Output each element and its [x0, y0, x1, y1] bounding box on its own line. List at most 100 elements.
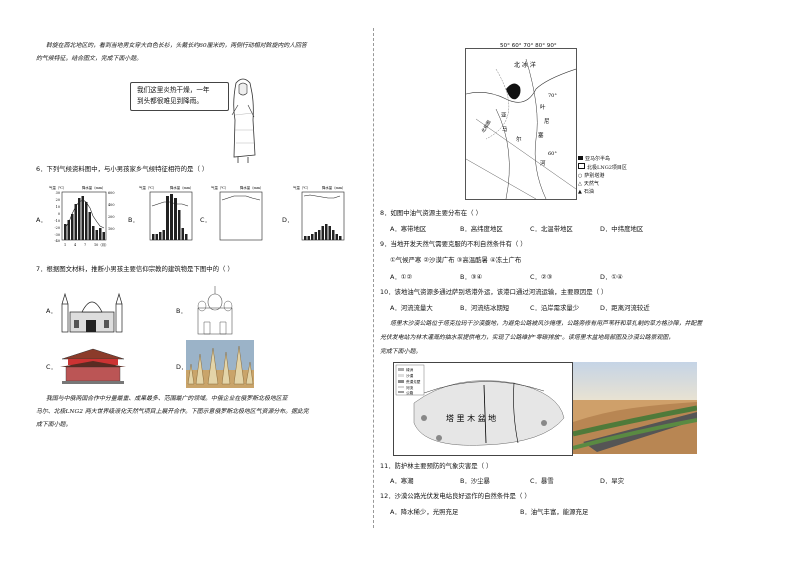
- q11-option-c[interactable]: C．暴雪: [530, 477, 554, 485]
- question-6: 6．下列气候资料图中，与小男孩家乡气候特征相符的是（ ）: [36, 165, 209, 173]
- q9-option-b[interactable]: B．③④: [460, 273, 483, 281]
- q6-option-a[interactable]: A．: [36, 216, 47, 224]
- speech-line-1: 我们这里炎热干燥，一年: [137, 86, 210, 94]
- map-legend-label: 萨别塔港: [584, 173, 605, 179]
- chart-a-xtick: 10（月）: [94, 242, 109, 247]
- tarim-basin-map: 塔 里 木 盆 地 绿洲 沙漠 荒漠戈壁 河流 公路: [393, 362, 573, 456]
- basin-legend-label: 沙漠: [406, 373, 414, 378]
- chart-a-xtick: 1: [64, 243, 66, 247]
- chart-b-header-left: 气温（℃）: [139, 185, 156, 190]
- boy-illustration: [231, 78, 256, 163]
- map-legend-item: ○萨别塔港: [578, 173, 605, 179]
- q9-items: ①气候严寒 ②沙漠广布 ③高温酷暑 ④冻土广布: [390, 256, 522, 264]
- q11-option-d[interactable]: D．旱灾: [600, 477, 625, 485]
- q6-option-d[interactable]: D．: [282, 216, 294, 224]
- q10-option-a[interactable]: A．河流流量大: [390, 304, 433, 312]
- map-legend-label: 天然气: [583, 181, 599, 187]
- map-char-x3: 塞: [538, 131, 544, 139]
- speech-bubble: 我们这里炎热干燥，一年 到头都很难见到降雨。: [130, 82, 229, 111]
- chart-d-header-left: 气温（℃）: [293, 185, 310, 190]
- q6-option-b[interactable]: B．: [128, 216, 139, 224]
- climate-chart-a: 气温（℃） 降水量（mm） 30 20 10 0 -10 -20 -30 -40…: [49, 185, 114, 247]
- chart-a-ytick: 0: [58, 212, 60, 216]
- basin-label: 塔 里 木 盆 地: [446, 413, 496, 423]
- map-char-x1: 叶: [540, 103, 546, 111]
- chart-a-ytick: -40: [55, 239, 60, 243]
- q9-option-c[interactable]: C．②③: [530, 273, 553, 281]
- map-char-er: 尔: [516, 135, 522, 143]
- q9-option-a[interactable]: A．①②: [390, 273, 413, 281]
- pagoda-photo: [186, 340, 254, 388]
- q8-option-b[interactable]: B．高纬度地区: [460, 225, 503, 233]
- q8-option-d[interactable]: D．中纬度地区: [600, 225, 644, 233]
- question-10: 10．该地油气资源多通过萨别塔港外运，该港口通过河流运输，主要原因是（ ）: [380, 288, 608, 296]
- chart-a-xtick: 7: [84, 243, 86, 247]
- temple-illustration: [60, 348, 126, 384]
- chart-c-header-right: 降水量（mm）: [240, 185, 263, 190]
- chart-a-ytick: -30: [55, 233, 60, 237]
- chart-a-y2tick: 600: [108, 191, 114, 195]
- map-lat60: 60°: [548, 151, 557, 157]
- map-sea-label: 北 冰 洋: [514, 61, 536, 69]
- chart-a-ytick: 30: [56, 191, 60, 195]
- basin-legend-label: 河流: [406, 385, 414, 390]
- chart-a-y2tick: 400: [108, 203, 114, 207]
- chart-a-ytick: 20: [56, 198, 60, 202]
- chart-a-y2tick: 200: [108, 215, 114, 219]
- church-illustration: [197, 286, 233, 335]
- intro-line-2: 的气候特征。结合图文，完成下面小题。: [36, 56, 143, 62]
- chart-d-header-right: 降水量（mm）: [322, 185, 345, 190]
- map-legend: 亚马尔半岛 北极LNG2项目区 ○萨别塔港 △天然气 ▲石油: [578, 155, 638, 196]
- passage-tarim-1: 塔里木沙漠公路位于塔克拉玛干沙漠腹地，为避免公路被风沙掩埋，公路旁修有用芦苇秆和…: [390, 321, 703, 327]
- q12-option-a[interactable]: A．降水稀少，光照充足: [390, 508, 459, 516]
- q7-option-c[interactable]: C．: [46, 363, 57, 371]
- q12-option-b[interactable]: B．油气丰富，能源充足: [520, 508, 589, 516]
- question-9: 9．当地开发天然气需要克服的不利自然条件有（ ）: [380, 240, 527, 248]
- passage-russia-2: 马尔、北极LNG2 两大世界级液化天然气项目上展开合作。下图示意俄罗斯北极地区气…: [36, 409, 309, 415]
- q10-option-c[interactable]: C．沿岸需求量少: [530, 304, 580, 312]
- q8-option-a[interactable]: A．寒带地区: [390, 225, 427, 233]
- q7-option-d[interactable]: D．: [176, 363, 188, 371]
- chart-a-header-left: 气温（℃）: [49, 185, 66, 190]
- intro-line-1: 斡旋在西北地区的，看到当地男女穿大白色长衫，头戴长约60厘米的，两侧行动相对斡旋…: [46, 43, 307, 49]
- desert-road-photo: [573, 362, 697, 454]
- map-legend-item: 亚马尔半岛: [578, 155, 638, 163]
- climate-chart-b: 气温（℃） 降水量（mm）: [139, 185, 193, 241]
- passage-russia-1: 我国与中俄两国合作中分量最重、成果最多、范围最广的领域。中俄企业在俄罗斯北极地区…: [46, 396, 288, 402]
- passage-tarim-2: 光伏发电站为林木灌溉的抽水泵提供电力，实现了公路维护"零碳排放"。读塔里木盆地局…: [380, 335, 675, 341]
- speech-line-2: 到头都很难见到降雨。: [137, 97, 203, 105]
- passage-tarim-3: 完成下面小题。: [380, 349, 422, 355]
- column-divider: [373, 28, 374, 528]
- q6-option-c[interactable]: C．: [200, 216, 211, 224]
- map-legend-item: △天然气: [578, 181, 599, 187]
- q9-option-d[interactable]: D．①④: [600, 273, 623, 281]
- map-legend-label: 亚马尔半岛: [585, 156, 611, 162]
- chart-a-xtick: 4: [74, 243, 76, 247]
- question-12: 12．沙漠公路光伏发电站良好运作的自然条件是（ ）: [380, 492, 531, 500]
- climate-chart-c: 气温（℃） 降水量（mm）: [211, 185, 263, 241]
- q7-option-a[interactable]: A．: [46, 307, 57, 315]
- basin-legend-label: 荒漠戈壁: [406, 379, 421, 384]
- climate-chart-d: 气温（℃） 降水量（mm）: [293, 185, 345, 241]
- map-legend-label: 石油: [583, 189, 594, 195]
- mosque-illustration: [61, 292, 123, 333]
- basin-legend-label: 绿洲: [406, 367, 414, 372]
- q10-option-b[interactable]: B．河流结冰期短: [460, 304, 510, 312]
- chart-a-y2tick: 100: [108, 227, 114, 231]
- map-char-ma: 马: [502, 125, 508, 133]
- chart-a-ytick: 10: [56, 205, 60, 209]
- chart-b-header-right: 降水量（mm）: [170, 185, 193, 190]
- q11-option-a[interactable]: A．寒潮: [390, 477, 414, 485]
- q11-option-b[interactable]: B．沙尘暴: [460, 477, 490, 485]
- map-char-he: 河: [540, 159, 546, 167]
- question-11: 11．防护林主要预防的气象灾害是（ ）: [380, 462, 493, 470]
- question-7: 7．根据图文材料，推断小男孩主要信仰宗教的建筑物是下图中的（ ）: [36, 265, 234, 273]
- q10-option-d[interactable]: D．距离河流较近: [600, 304, 650, 312]
- map-char-ya: 亚: [501, 112, 507, 119]
- basin-legend-label: 公路: [406, 390, 414, 395]
- map-top-ticks: 50° 60° 70° 80° 90°: [500, 43, 557, 49]
- q8-option-c[interactable]: C．北温带地区: [530, 225, 573, 233]
- yamal-map: 北 冰 洋 北极圈 70° 60° 亚 马 尔 叶 尼 塞 河: [465, 48, 577, 200]
- chart-a-header-right: 降水量（mm）: [82, 185, 105, 190]
- q7-option-b[interactable]: B．: [176, 307, 187, 315]
